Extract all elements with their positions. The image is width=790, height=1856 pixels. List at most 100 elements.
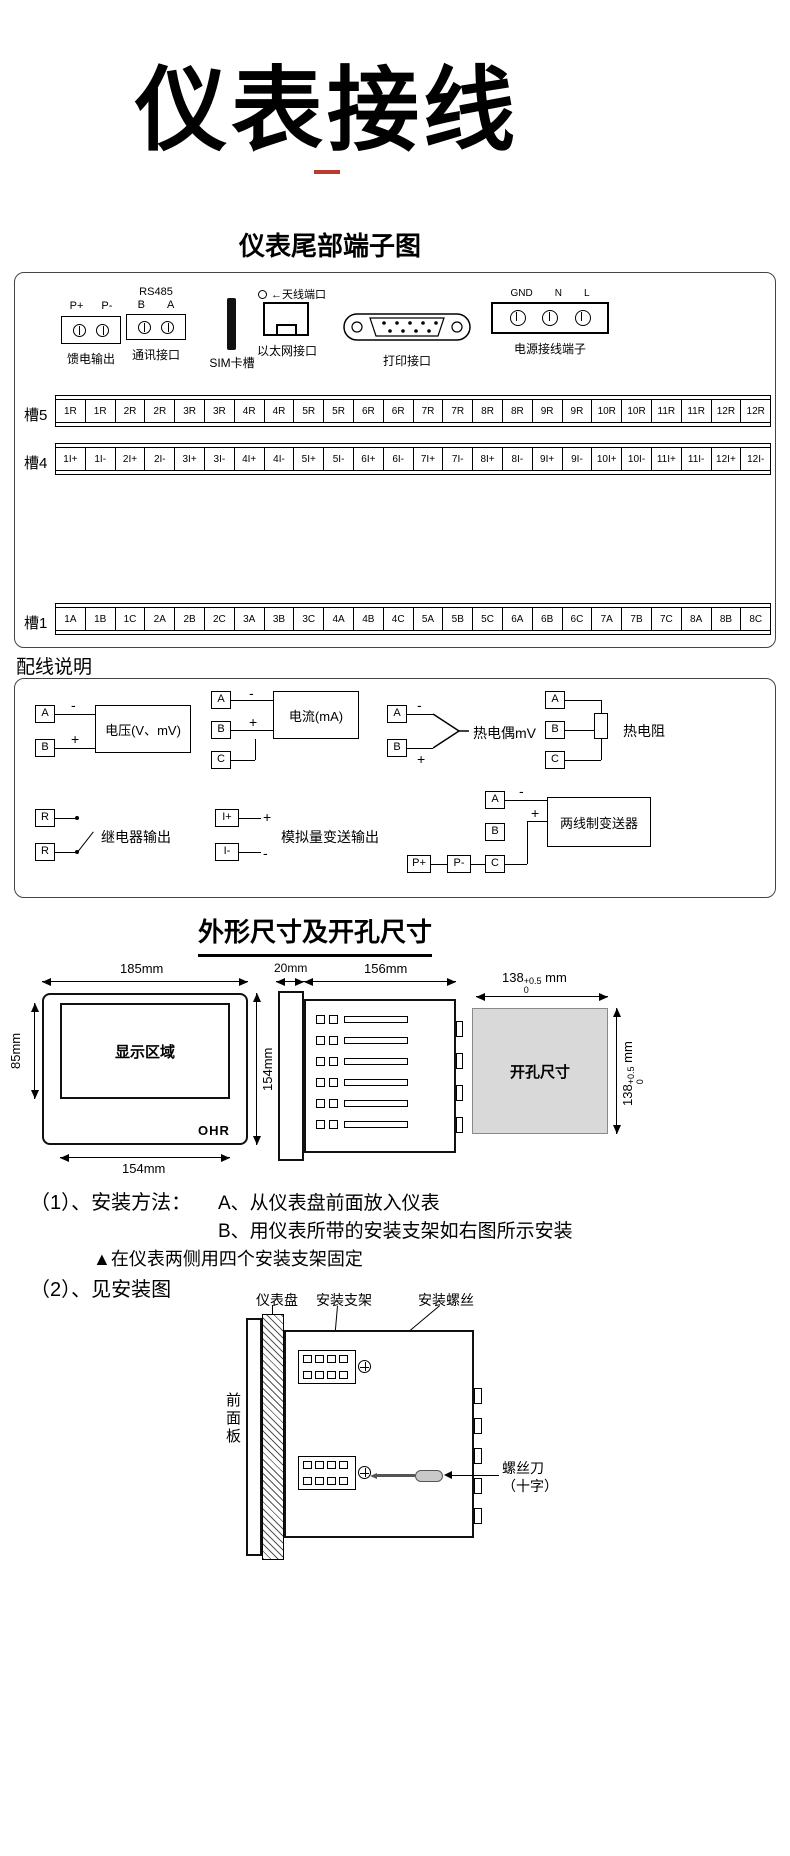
wire [505, 864, 527, 865]
terminal-cell: 10R [622, 400, 652, 422]
terminal-section-title: 仪表尾部端子图 [238, 231, 422, 261]
terminal-box: A [485, 791, 505, 809]
mounting-tab [456, 1117, 463, 1133]
terminal-cell: 10I- [622, 448, 652, 470]
mounting-bracket [298, 1350, 356, 1384]
callout-arrow-icon [444, 1471, 452, 1479]
analog-output-label: 模拟量变送输出 [281, 829, 379, 845]
wire [565, 760, 601, 761]
comm-port-connector: RS485 B A 通讯接口 [124, 286, 188, 366]
install-step2: （2）、见安装图 [30, 1279, 172, 1301]
slot4-cells: 1I+1I-2I+2I-3I+3I-4I+4I-5I+5I-6I+6I-7I+7… [56, 448, 770, 470]
slot4-terminal-strip: 1I+1I-2I+2I-3I+3I-4I+4I-5I+5I-6I+6I-7I+7… [55, 443, 771, 475]
wire [601, 739, 602, 760]
printer-label: 打印接口 [382, 354, 431, 368]
terminal-label: N [554, 288, 562, 299]
callout-leader-line [452, 1475, 499, 1476]
sim-slot-label: SIM卡槽 [209, 356, 255, 370]
terminal-cell: 7I+ [414, 448, 444, 470]
screw-callout-label: 安装螺丝 [418, 1292, 474, 1308]
bracket-hole [339, 1477, 348, 1485]
db9-connector-icon [343, 313, 471, 341]
terminal-cell: 1R [86, 400, 116, 422]
terminal-label: A [167, 299, 175, 311]
terminal-cell: 9I- [563, 448, 593, 470]
terminal-label: B [137, 299, 145, 311]
analog-output-wiring-diagram: I+ I- + - 模拟量变送输出 [215, 809, 395, 869]
terminal-box: I+ [215, 809, 239, 827]
vent-slot [329, 1015, 338, 1024]
terminal-cell: 5R [324, 400, 354, 422]
wiring-notes-title: 配线说明 [16, 657, 93, 678]
vent-slot [316, 1099, 325, 1108]
cutout-value: 138 [502, 970, 524, 985]
rear-tab [474, 1388, 482, 1404]
vent-slot [344, 1079, 408, 1086]
rj45-jack-icon [263, 302, 309, 336]
polarity-sign: - [417, 697, 422, 713]
strip-rail [56, 604, 770, 608]
tolerance-lower: 0 [523, 985, 529, 995]
front-panel-label: 前面板 [224, 1392, 241, 1446]
polarity-sign: - [519, 783, 524, 799]
cutout-area: 开孔尺寸 [472, 1008, 608, 1134]
bracket-hole [339, 1355, 348, 1363]
wire [231, 730, 273, 731]
comm-bus-label: RS485 [139, 286, 173, 298]
strip-rail [56, 630, 770, 634]
antenna-port-icon [258, 289, 267, 299]
terminal-label: GND [510, 288, 533, 299]
terminal-cell: 4B [354, 608, 384, 630]
vent-slot [329, 1078, 338, 1087]
terminal-cell: 2B [175, 608, 205, 630]
terminal-cell: 5R [294, 400, 325, 422]
terminal-box: P+ [407, 855, 431, 873]
terminal-cell: 3C [294, 608, 325, 630]
terminal-box: B [35, 739, 55, 757]
rtd-wiring-diagram: A B C 热电阻 [545, 691, 695, 781]
front-bezel-outline [246, 1318, 262, 1556]
feed-output-connector: P+ P- 馈电输出 [58, 300, 124, 366]
terminal-box: B [387, 739, 407, 757]
terminal-cell: 12I+ [712, 448, 742, 470]
switch-blade-icon [77, 831, 94, 853]
antenna-note-text: ←天线端口 [271, 289, 326, 301]
terminal-cell: 12R [712, 400, 742, 422]
terminal-box: B [545, 721, 565, 739]
wire [239, 818, 261, 819]
terminal-cell: 11I- [682, 448, 712, 470]
vent-slot [329, 1099, 338, 1108]
printer-connector: 打印接口 [342, 308, 472, 370]
terminal-cell: 1R [56, 400, 86, 422]
bracket-hole [327, 1371, 336, 1379]
terminal-cell: 8A [682, 608, 712, 630]
feed-output-terminals [61, 316, 121, 344]
display-area: 显示区域 [60, 1003, 230, 1099]
two-wire-wiring-diagram: A B C P+ P- - + 两线制变送器 [407, 783, 667, 886]
thermocouple-label: 热电偶mV [473, 725, 536, 741]
vent-slot [344, 1037, 408, 1044]
tolerance-lower: 0 [635, 1079, 645, 1085]
wire [471, 864, 485, 865]
terminal-cell: 1A [56, 608, 86, 630]
terminal-cell: 3R [175, 400, 205, 422]
polarity-sign: + [71, 731, 80, 747]
dim-front-bottom: 154mm [120, 1161, 168, 1176]
dim-line [304, 977, 456, 986]
terminal-cell: 8R [473, 400, 503, 422]
sim-slot-connector: SIM卡槽 [202, 296, 262, 372]
rear-tab [474, 1508, 482, 1524]
terminal-box: B [485, 823, 505, 841]
terminal-cell: 8C [749, 613, 763, 625]
terminal-box: A [387, 705, 407, 723]
terminal-cell: 4C [384, 608, 414, 630]
panel-callout-label: 仪表盘 [256, 1292, 298, 1308]
terminal-box: P- [447, 855, 471, 873]
dim-line [60, 1153, 230, 1162]
mounting-tab [456, 1021, 463, 1037]
bracket-hole [315, 1461, 324, 1469]
wire [239, 852, 261, 853]
vent-slot [344, 1016, 408, 1023]
